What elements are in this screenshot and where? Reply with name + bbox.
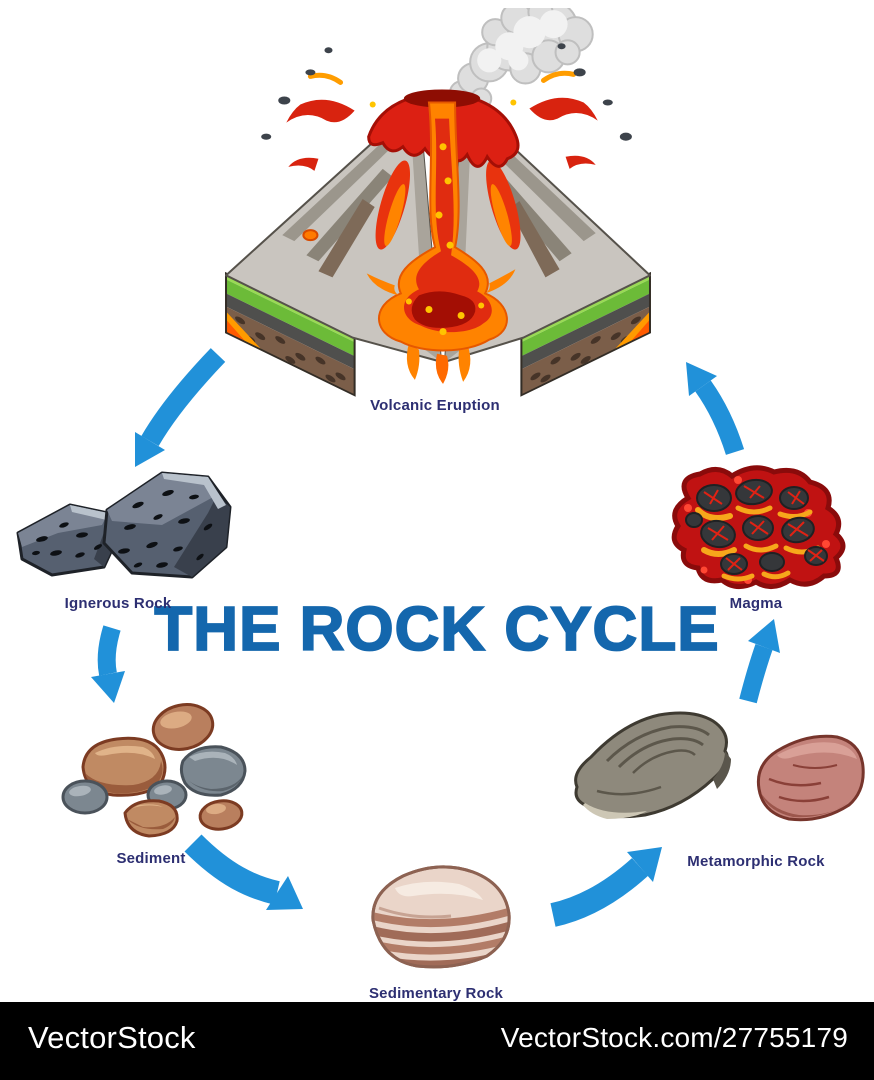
volcano-icon (225, 8, 651, 397)
page-title: THE ROCK CYCLE (154, 594, 720, 665)
igneous-rock-illustration (12, 455, 237, 590)
label-igneous-rock: Ignerous Rock (64, 595, 172, 612)
arrow-igneous-to-sediment-icon (82, 622, 142, 710)
label-sediment: Sediment (116, 850, 186, 867)
volcano-illustration (222, 8, 654, 400)
magma-illustration (658, 458, 853, 598)
sediment-illustration (55, 695, 250, 840)
arrow-sediment-to-sedimentary-icon (184, 833, 320, 933)
igneous-rock-icon (16, 471, 232, 579)
sedimentary-rock-icon (371, 865, 511, 969)
arrow-magma-to-volcano-icon (665, 352, 750, 462)
watermark-bar: VectorStock VectorStock.com/27755179 (0, 1002, 874, 1080)
sedimentary-rock-illustration (355, 858, 520, 978)
label-metamorphic-rock: Metamorphic Rock (687, 853, 825, 870)
label-volcanic-eruption: Volcanic Eruption (370, 397, 500, 414)
lava-channel (366, 101, 516, 384)
lava-eruption (261, 43, 632, 250)
label-magma: Magma (729, 595, 783, 612)
arrow-metamorphic-to-magma-icon (730, 615, 790, 710)
label-sedimentary-rock: Sedimentary Rock (368, 985, 504, 1002)
arrow-volcano-to-igneous-icon (120, 345, 240, 475)
vectorstock-logo: VectorStock (28, 1020, 196, 1055)
sediment-icon (61, 703, 247, 838)
ground-layers-left (225, 271, 356, 397)
magma-icon (671, 465, 846, 589)
arrow-sedimentary-to-metamorphic-icon (545, 833, 680, 933)
metamorphic-rock-illustration (563, 695, 868, 845)
metamorphic-rock-icon (574, 711, 865, 822)
vectorstock-credit: VectorStock.com/27755179 (500, 1022, 848, 1053)
smoke-plume-icon (447, 8, 594, 111)
